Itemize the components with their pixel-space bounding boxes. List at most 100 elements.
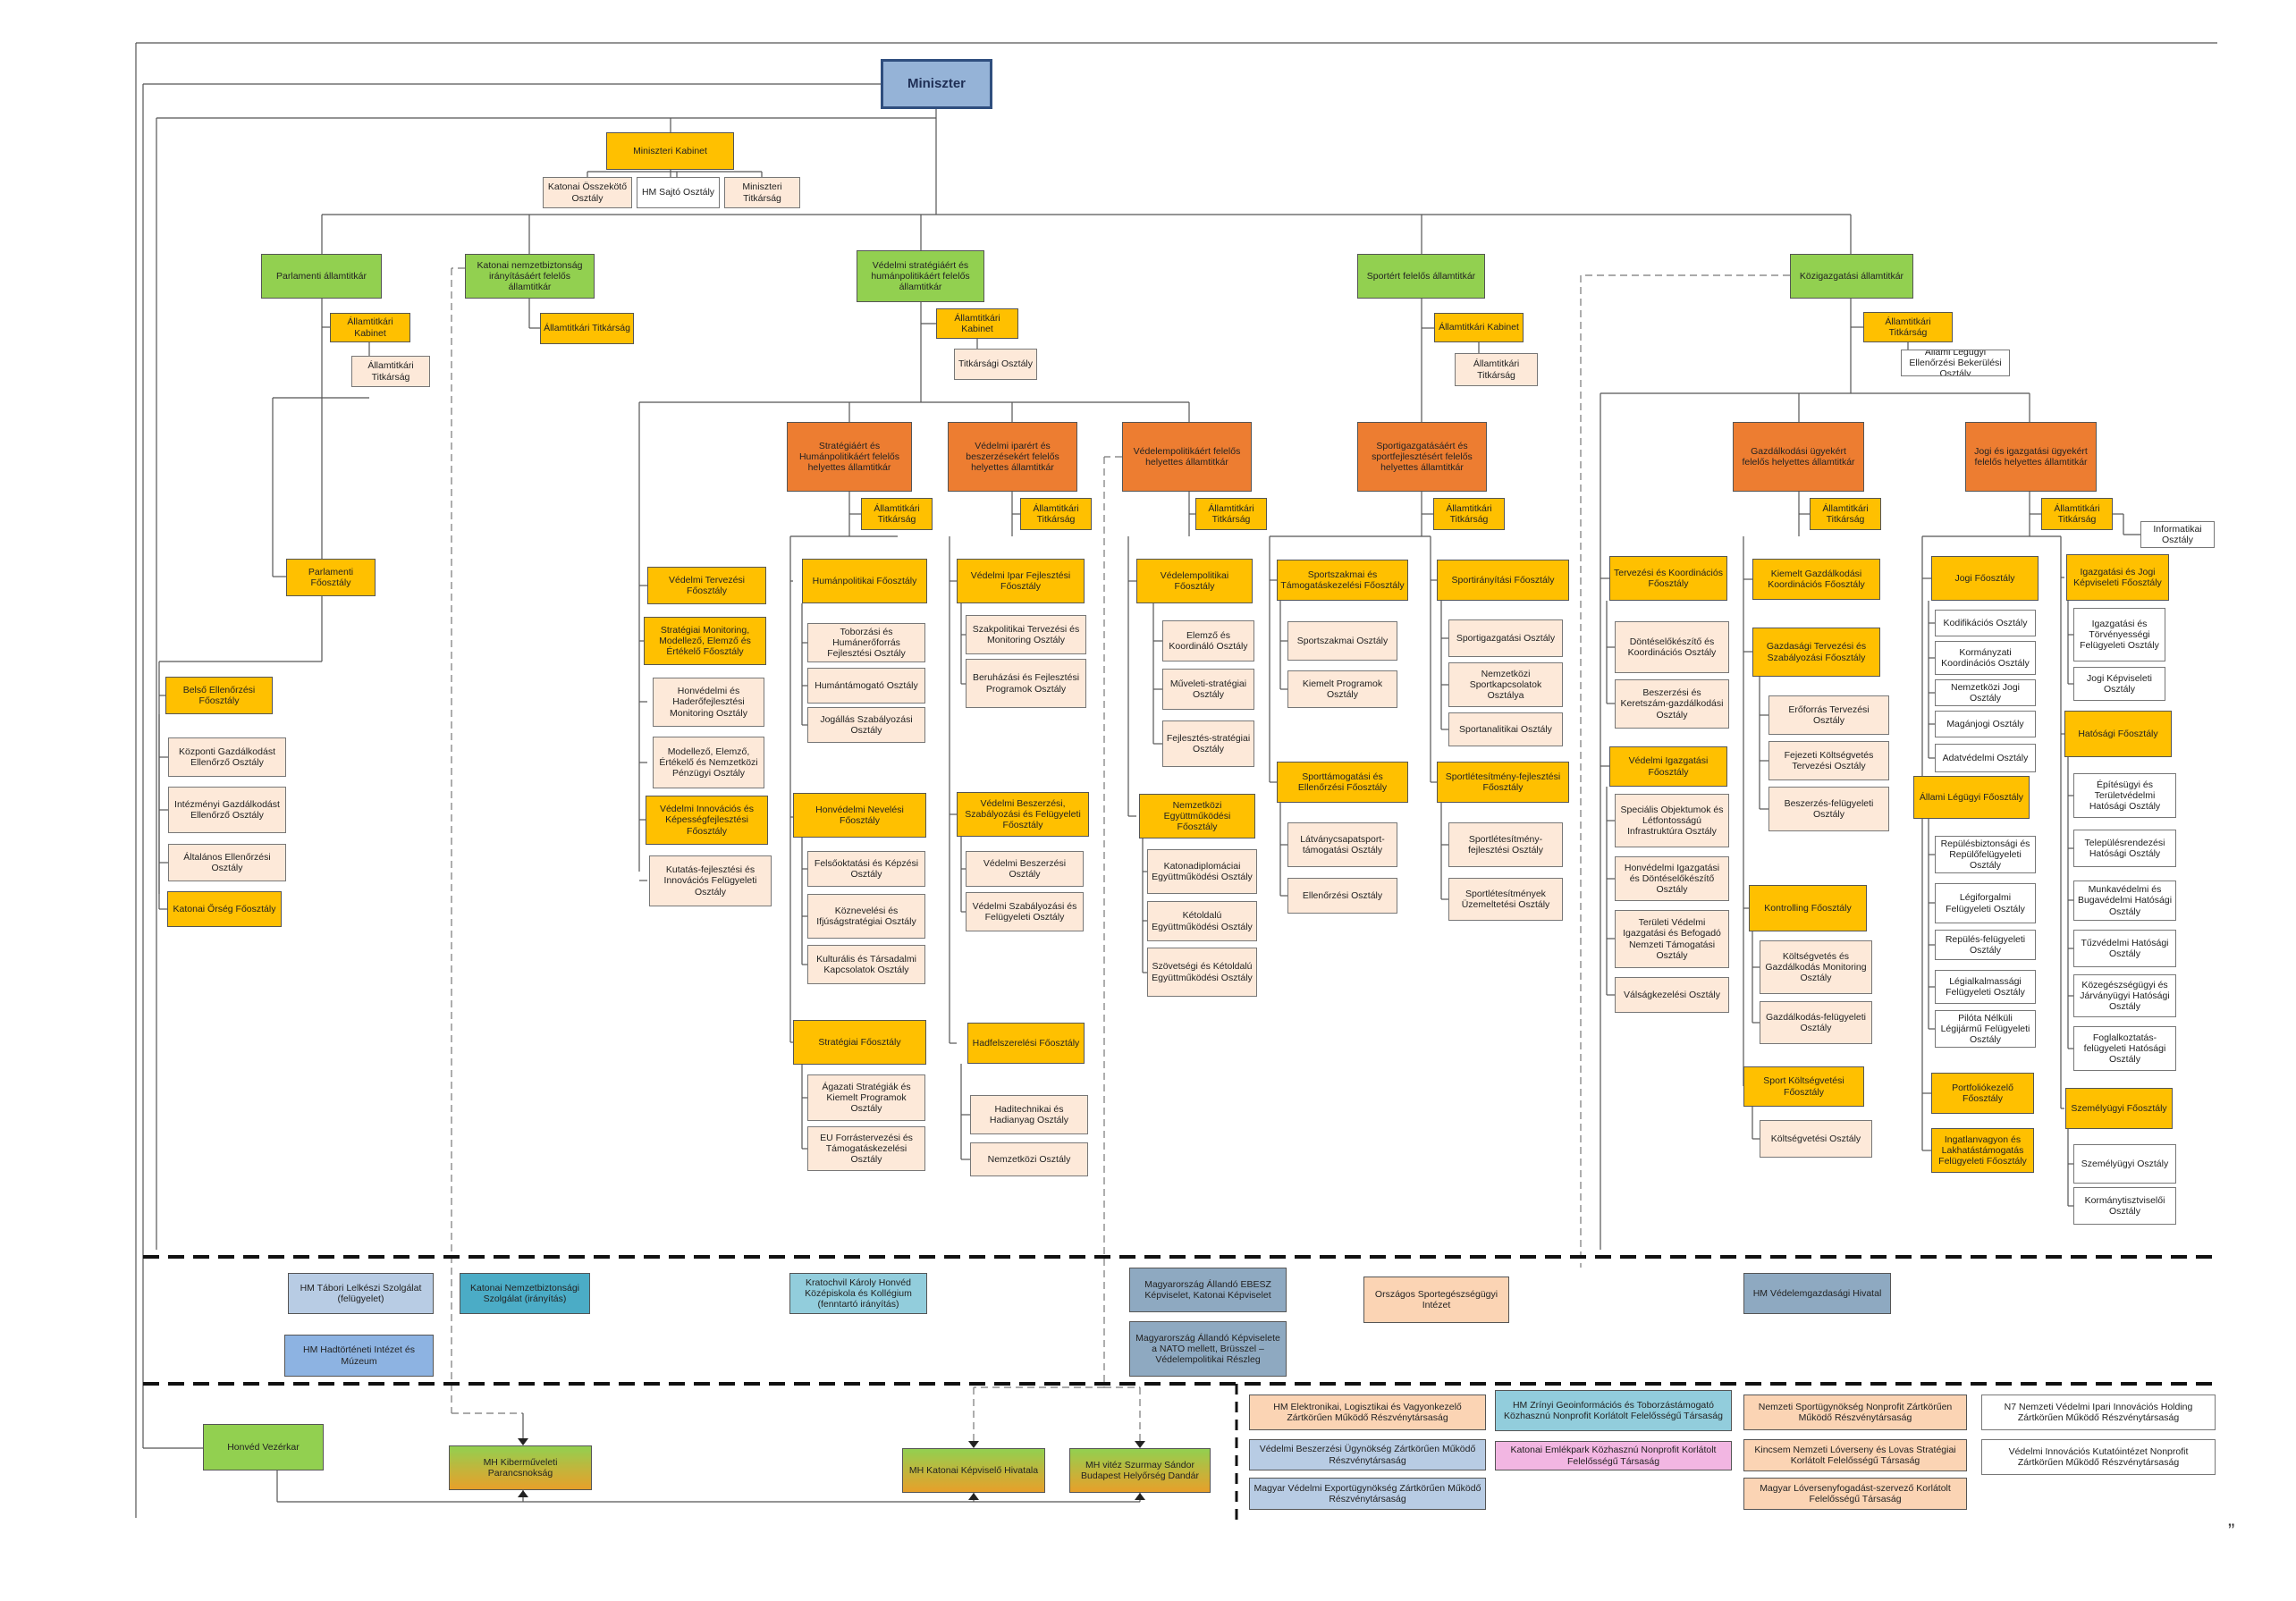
org-unit-label: Államtitkári Titkárság (544, 323, 630, 334)
org-unit-label: Sportirányítási Főosztály (1451, 574, 1555, 586)
org-unit-ved-beszerzesi-fo: Védelmi Beszerzési, Szabályozási és Felü… (957, 792, 1089, 837)
org-unit-label: Sportigazgatásáért és sportfejlesztésért… (1372, 440, 1473, 474)
org-unit-label: Szövetségi és Kétoldalú Együttműködési O… (1152, 961, 1253, 983)
org-unit-teruleti-vedelmi: Területi Védelmi Igazgatási és Befogadó … (1615, 910, 1729, 968)
arrow-head (1135, 1441, 1145, 1448)
org-unit-mh-kiberm: MH Kiberműveleti Parancsnokság (449, 1445, 592, 1490)
org-unit-modellezo-elemzo: Modellező, Elemző, Értékelő és Nemzetköz… (653, 737, 764, 788)
org-unit-label: Kiemelt Gazdálkodási Koordinációs Főoszt… (1768, 568, 1865, 590)
org-unit-label: Katonai Összekötő Osztály (547, 181, 628, 204)
org-unit-label: Állami Légügyi Ellenőrzési Bekerülési Os… (1909, 350, 2002, 376)
org-unit-beruhazasi: Beruházási és Fejlesztési Programok Oszt… (966, 659, 1086, 708)
org-unit-label: Igazgatási és Jogi Képviseleti Főosztály (2073, 566, 2162, 588)
org-unit-strat-hum-hely: Stratégiáért és Humánpolitikáért felelős… (787, 422, 912, 492)
org-unit-sportletesitmeny-o: Sportlétesítmény-fejlesztési Osztály (1448, 822, 1563, 867)
org-unit-sportletesitmenyek-uz: Sportlétesítmények Üzemeltetési Osztály (1448, 878, 1563, 921)
org-unit-label: Erőforrás Tervezési Osztály (1788, 704, 1870, 726)
org-unit-gazd-tervezesi: Gazdasági Tervezési és Szabályozási Főos… (1752, 628, 1880, 677)
org-unit-label: Katonai Őrség Főosztály (173, 903, 276, 914)
org-unit-label: Beruházási és Fejlesztési Programok Oszt… (972, 672, 1080, 695)
org-unit-label: Államtitkári Titkárság (1446, 502, 1492, 525)
org-unit-label: Intézményi Gazdálkodást Ellenőrző Osztál… (174, 798, 280, 821)
org-unit-label: Védelmi Beszerzési Osztály (983, 857, 1067, 880)
org-unit-nemzetkozi-sport: Nemzetközi Sportkapcsolatok Osztálya (1448, 662, 1563, 707)
org-unit-label: Humánpolitikai Főosztály (812, 575, 917, 586)
org-unit-honvedelmi-igazg: Honvédelmi Igazgatási és Döntéselőkészít… (1615, 856, 1729, 901)
org-unit-gazd-titk: Államtitkári Titkárság (1810, 498, 1881, 530)
org-unit-label: Ingatlanvagyon és Lakhatástámogatás Felü… (1938, 1133, 2027, 1167)
org-unit-label: Államtitkári Kabinet (1439, 322, 1519, 333)
org-unit-tervezesi-koord: Tervezési és Koordinációs Főosztály (1609, 556, 1727, 601)
org-unit-label: HM Elektronikai, Logisztikai és Vagyonke… (1273, 1401, 1462, 1423)
org-unit-label: Jogállás Szabályozási Osztály (820, 713, 913, 736)
org-unit-allami-legugy: Állami Légügyi Ellenőrzési Bekerülési Os… (1901, 350, 2010, 376)
org-unit-igazgatasi-torveny: Igazgatási és Törvényességi Felügyeleti … (2073, 608, 2165, 661)
org-unit-label: Légiforgalmi Felügyeleti Osztály (1946, 892, 2025, 914)
org-unit-humanpolitikai-fo: Humánpolitikai Főosztály (802, 559, 927, 603)
org-unit-parl-kabinet: Államtitkári Kabinet (330, 313, 410, 342)
org-unit-vedelmi-tervezesi: Védelmi Tervezési Főosztály (647, 567, 766, 604)
org-unit-ebesz: Magyarország Állandó EBESZ Képviselet, K… (1129, 1268, 1287, 1312)
org-unit-label: Portfoliókezelő Főosztály (1952, 1082, 2013, 1104)
org-unit-label: Védelmi Beszerzési, Szabályozási és Felü… (965, 797, 1081, 831)
org-unit-label: Közigazgatási államtitkár (1799, 270, 1904, 282)
org-unit-label: Sportigazgatási Osztály (1456, 632, 1556, 644)
org-unit-honvedelmi-haderofejl: Honvédelmi és Haderőfejlesztési Monitori… (653, 678, 764, 727)
org-unit-label: Védelmi Ipar Fejlesztési Főosztály (970, 569, 1071, 592)
org-unit-label: Köznevelési és Ifjúságstratégiai Osztály (816, 905, 916, 927)
org-unit-jogi-titk: Államtitkári Titkárság (2041, 498, 2113, 530)
org-unit-kormanyzati-koord: Kormányzati Koordinációs Osztály (1935, 641, 2036, 675)
org-unit-katonadiplomaciai: Katonadiplomáciai Együttműködési Osztály (1147, 849, 1257, 894)
org-unit-repulesbiztonsagi: Repülésbiztonsági és Repülőfelügyeleti O… (1935, 836, 2036, 873)
org-unit-label: Ágazati Stratégiák és Kiemelt Programok … (822, 1081, 911, 1115)
org-unit-miniszteri-kabinet: Miniszteri Kabinet (606, 132, 734, 170)
org-unit-n7-holding: N7 Nemzeti Védelmi Ipari Innovációs Hold… (1981, 1395, 2216, 1430)
org-unit-szovetsegi: Szövetségi és Kétoldalú Együttműködési O… (1147, 948, 1257, 997)
org-unit-fejlesztes-strat: Fejlesztés-stratégiai Osztály (1162, 720, 1254, 767)
org-unit-mh-szurmay: MH vitéz Szurmay Sándor Budapest Helyőrs… (1069, 1448, 1211, 1493)
org-unit-ellenorzesi-o: Ellenőrzési Osztály (1287, 878, 1397, 914)
org-unit-kontrolling-fo: Kontrolling Főosztály (1749, 885, 1867, 931)
org-unit-nemzetkozi-o: Nemzetközi Osztály (970, 1142, 1088, 1176)
org-unit-label: Kétoldalú Együttműködési Osztály (1152, 910, 1253, 932)
org-unit-ved-beszerzesi-o: Védelmi Beszerzési Osztály (966, 851, 1084, 887)
org-unit-eu-forras: EU Forrástervezési és Támogatáskezelési … (807, 1126, 925, 1171)
org-unit-label: Kratochvil Károly Honvéd Középiskola és … (805, 1277, 912, 1310)
org-unit-label: Belső Ellenőrzési Főosztály (182, 684, 256, 706)
org-unit-label: Gazdasági Tervezési és Szabályozási Főos… (1766, 641, 1867, 663)
org-unit-nato-kepviselet: Magyarország Állandó Képviselete a NATO … (1129, 1321, 1287, 1377)
org-unit-sportanalitikai: Sportanalitikai Osztály (1448, 712, 1563, 746)
org-unit-label: Sportlétesítmény-fejlesztési Osztály (1467, 833, 1544, 855)
org-unit-label: Kormányzati Koordinációs Osztály (1941, 646, 2030, 669)
org-unit-label: Sportszakmai Osztály (1296, 635, 1389, 646)
org-unit-honved-vezerkar: Honvéd Vezérkar (203, 1424, 324, 1470)
org-unit-label: Államtitkári Titkárság (367, 360, 414, 383)
org-unit-label: Államtitkári Titkárság (1822, 502, 1869, 525)
org-unit-pilota-nelkuli: Pilóta Nélküli Légijármű Felügyeleti Osz… (1935, 1010, 2036, 1048)
org-unit-vedstrat-allamtitkar: Védelmi stratégiáért és humánpolitikáért… (857, 250, 984, 302)
org-unit-haditechnikai: Haditechnikai és Hadianyag Osztály (970, 1095, 1088, 1134)
org-unit-label: Miniszter (907, 76, 966, 92)
org-unit-label: Szakpolitikai Tervezési és Monitoring Os… (972, 623, 1080, 645)
org-unit-hatosagi-fo: Hatósági Főosztály (2064, 711, 2172, 757)
org-unit-bizserzes-keret: Beszerzési és Keretszám-gazdálkodási Osz… (1615, 679, 1729, 729)
org-unit-label: Kulturális és Társadalmi Kapcsolatok Osz… (816, 953, 916, 975)
org-unit-parl-foosztaly: Parlamenti Főosztály (286, 559, 376, 596)
org-unit-katonai-emlekpark: Katonai Emlékpark Közhasznú Nonprofit Ko… (1495, 1441, 1732, 1470)
org-unit-jogi-kepviseleti: Jogi Képviseleti Osztály (2073, 667, 2165, 701)
org-unit-hm-sajto: HM Sajtó Osztály (637, 177, 720, 208)
org-unit-vedelmi-innovacios-kutatointezet: Védelmi Innovációs Kutatóintézet Nonprof… (1981, 1439, 2216, 1475)
org-unit-katonai-osszekoto: Katonai Összekötő Osztály (543, 177, 632, 208)
org-unit-label: Védelmi Tervezési Főosztály (668, 574, 745, 596)
org-unit-hadfelszerelesi-fo: Hadfelszerelési Főosztály (967, 1023, 1085, 1064)
org-unit-szemelyugyi-fo: Személyügyi Főosztály (2065, 1088, 2173, 1129)
org-unit-jogi-fo: Jogi Főosztály (1931, 556, 2039, 601)
org-unit-label: MH Katonai Képviselő Hivatala (908, 1464, 1039, 1476)
org-unit-label: Döntéselőkészítő és Koordinációs Osztály (1627, 636, 1717, 658)
org-unit-label: Humántámogató Osztály (815, 679, 918, 691)
org-unit-label: Katonai Emlékpark Közhasznú Nonprofit Ko… (1510, 1445, 1717, 1467)
org-unit-parl-allamtitkar: Parlamenti államtitkár (261, 254, 382, 299)
org-unit-label: Területi Védelmi Igazgatási és Befogadó … (1623, 917, 1721, 961)
org-unit-label: Beszerzési és Keretszám-gazdálkodási Osz… (1620, 687, 1724, 720)
org-unit-label: Költségvetés és Gazdálkodás Monitoring O… (1765, 950, 1867, 984)
